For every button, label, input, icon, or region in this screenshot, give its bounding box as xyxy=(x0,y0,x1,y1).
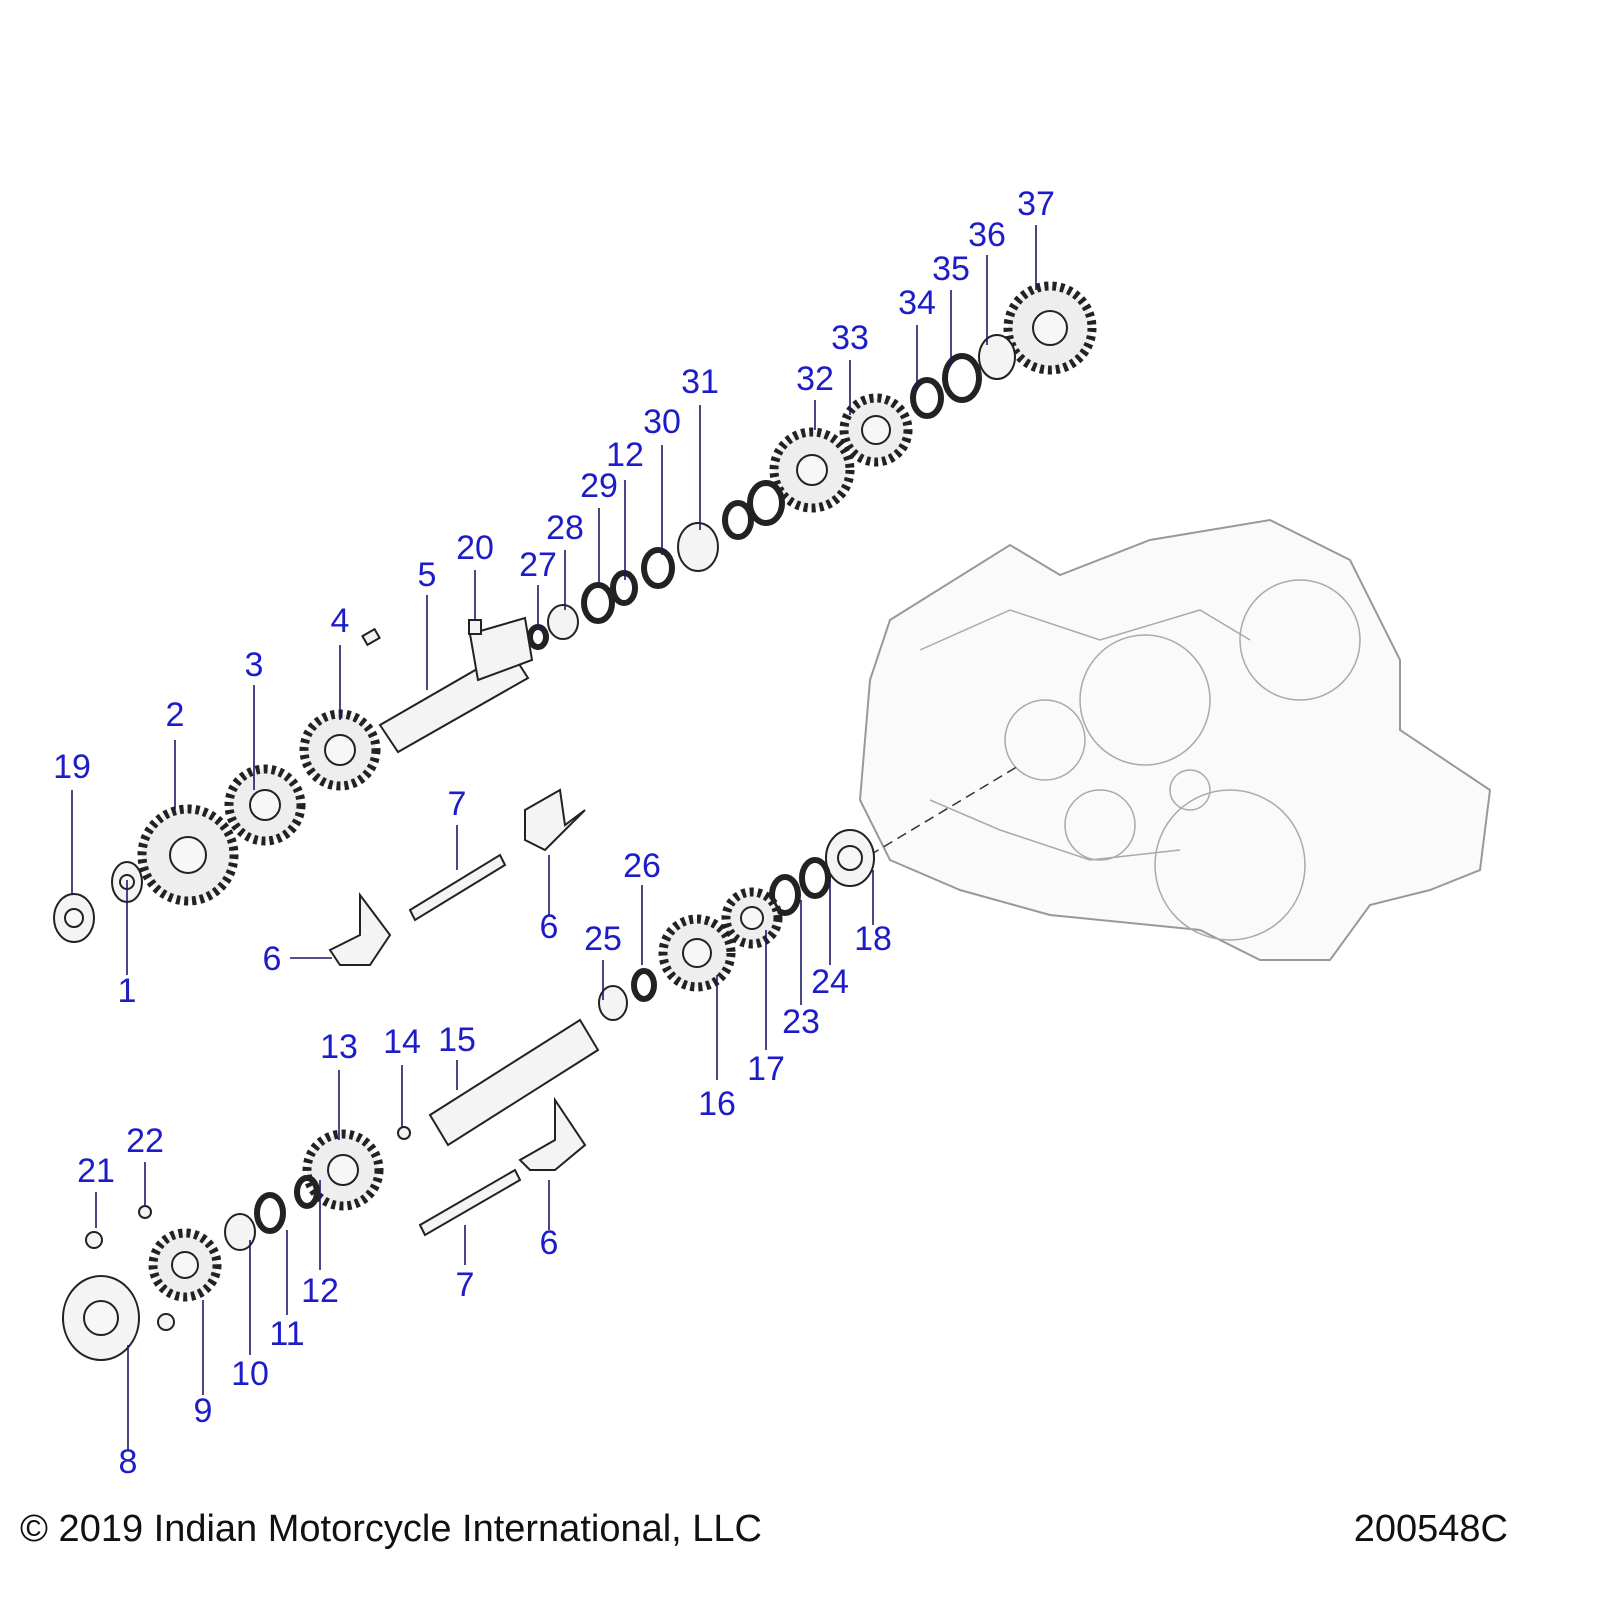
callout: 1 xyxy=(118,972,137,1010)
copyright-text: © 2019 Indian Motorcycle International, … xyxy=(20,1508,762,1550)
callout: 24 xyxy=(811,963,849,1001)
callout: 6 xyxy=(540,1224,559,1262)
callout: 32 xyxy=(796,360,834,398)
callout: 6 xyxy=(263,940,282,978)
callout: 26 xyxy=(623,847,661,885)
callout: 23 xyxy=(782,1003,820,1041)
leader-lines xyxy=(71,225,1037,1450)
lower-shaft-parts xyxy=(62,829,875,1361)
callout: 16 xyxy=(698,1085,736,1123)
callout: 30 xyxy=(643,403,681,441)
callout: 10 xyxy=(231,1355,269,1393)
callout: 25 xyxy=(584,920,622,958)
callout: 37 xyxy=(1017,185,1055,223)
callout: 3 xyxy=(245,646,264,684)
callout: 17 xyxy=(747,1050,785,1088)
callout: 29 xyxy=(580,467,618,505)
callout: 14 xyxy=(383,1023,421,1061)
callout-labels: 37 36 35 34 33 32 31 30 12 29 28 27 20 5… xyxy=(53,185,1055,1481)
callout: 11 xyxy=(269,1315,304,1353)
callout: 33 xyxy=(831,319,869,357)
shift-forks-and-rods xyxy=(328,788,587,1237)
callout: 13 xyxy=(320,1028,358,1066)
callout: 12 xyxy=(606,436,644,474)
callout: 15 xyxy=(438,1021,476,1059)
callout: 34 xyxy=(898,284,936,322)
callout: 12 xyxy=(301,1272,339,1310)
callout: 7 xyxy=(456,1266,475,1304)
callout: 27 xyxy=(519,546,557,584)
callout: 7 xyxy=(448,785,467,823)
callout: 20 xyxy=(456,529,494,567)
callout: 31 xyxy=(681,363,719,401)
callout: 21 xyxy=(77,1152,115,1190)
callout: 6 xyxy=(540,908,559,946)
callout: 35 xyxy=(932,250,970,288)
callout: 2 xyxy=(166,696,185,734)
callout: 18 xyxy=(854,920,892,958)
diagram-id: 200548C xyxy=(1353,1508,1508,1550)
upper-shaft-parts xyxy=(53,281,1097,943)
callout: 36 xyxy=(968,216,1006,254)
callout: 19 xyxy=(53,748,91,786)
crankcase-illustration xyxy=(858,518,1492,961)
callout: 4 xyxy=(331,602,350,640)
callout: 8 xyxy=(119,1443,138,1481)
callout: 22 xyxy=(126,1122,164,1160)
callout: 9 xyxy=(194,1392,213,1430)
callout: 28 xyxy=(546,509,584,547)
callout: 5 xyxy=(418,556,437,594)
